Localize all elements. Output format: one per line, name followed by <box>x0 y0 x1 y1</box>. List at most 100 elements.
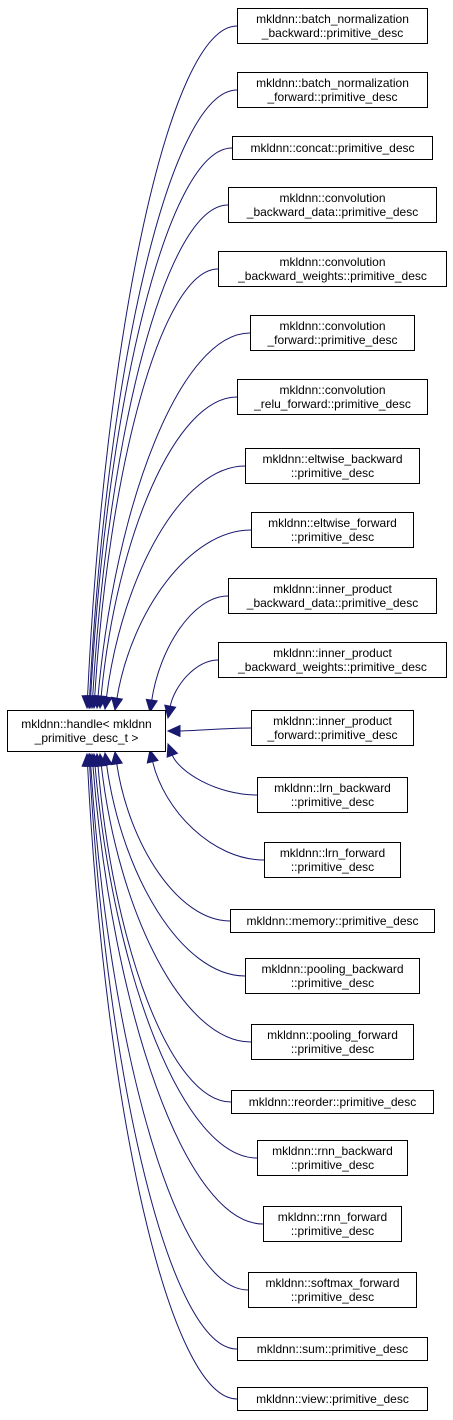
derived-class-node[interactable]: mkldnn::inner_product_backward_data::pri… <box>228 578 437 614</box>
derived-class-node[interactable]: mkldnn::rnn_forward::primitive_desc <box>263 1206 402 1242</box>
class-name-line: mkldnn::inner_product <box>273 646 392 660</box>
derived-class-node[interactable]: mkldnn::softmax_forward::primitive_desc <box>248 1272 417 1308</box>
class-name-line: _backward_weights::primitive_desc <box>238 660 427 674</box>
derived-class-node[interactable]: mkldnn::inner_product_forward::primitive… <box>251 710 414 746</box>
class-name-line: mkldnn::lrn_backward <box>274 781 391 795</box>
inheritance-edge <box>97 332 251 698</box>
derived-class-node[interactable]: mkldnn::concat::primitive_desc <box>232 136 433 160</box>
class-name-line: mkldnn::softmax_forward <box>265 1276 400 1290</box>
derived-class-node[interactable]: mkldnn::rnn_backward::primitive_desc <box>257 1140 408 1176</box>
class-name-line: mkldnn::batch_normalization <box>256 12 409 26</box>
derived-class-node[interactable]: mkldnn::inner_product_backward_weights::… <box>218 642 447 678</box>
inheritance-edge <box>100 396 238 698</box>
inheritance-arrowhead <box>81 752 94 767</box>
class-name-line: mkldnn::handle< mkldnn <box>21 717 152 731</box>
class-name-line: _backward_data::primitive_desc <box>246 596 419 610</box>
inheritance-arrowhead <box>164 704 177 720</box>
class-name-line: mkldnn::memory::primitive_desc <box>246 914 419 928</box>
inheritance-edge <box>97 764 232 1103</box>
class-name-line: mkldnn::lrn_forward <box>279 846 386 860</box>
class-name-line: _primitive_desc_t > <box>34 731 139 745</box>
class-name-line: mkldnn::sum::primitive_desc <box>256 1342 409 1356</box>
class-name-line: _forward::primitive_desc <box>267 333 398 347</box>
inheritance-arrowhead <box>100 695 113 711</box>
class-name-line: _backward_data::primitive_desc <box>246 205 419 219</box>
derived-class-node[interactable]: mkldnn::eltwise_backward::primitive_desc <box>245 448 420 484</box>
class-name-line: mkldnn::convolution <box>279 319 386 333</box>
class-name-line: ::primitive_desc <box>290 860 375 874</box>
class-name-line: ::primitive_desc <box>290 466 375 480</box>
inheritance-edge <box>87 25 238 698</box>
class-name-line: ::primitive_desc <box>290 795 375 809</box>
class-name-line: mkldnn::eltwise_forward <box>268 516 397 530</box>
base-class-node[interactable]: mkldnn::handle< mkldnn_primitive_desc_t … <box>7 710 166 752</box>
inheritance-arrowhead <box>166 742 179 758</box>
class-name-line: mkldnn::convolution <box>279 383 386 397</box>
inheritance-arrowhead <box>146 748 159 764</box>
class-name-line: mkldnn::pooling_forward <box>267 1028 398 1042</box>
derived-class-node[interactable]: mkldnn::lrn_forward::primitive_desc <box>264 842 401 878</box>
class-name-line: ::primitive_desc <box>290 530 375 544</box>
class-name-line: ::primitive_desc <box>290 1158 375 1172</box>
class-name-line: mkldnn::pooling_backward <box>261 962 404 976</box>
inheritance-arrowhead <box>166 724 181 738</box>
derived-class-node[interactable]: mkldnn::reorder::primitive_desc <box>231 1090 434 1114</box>
inheritance-edge <box>94 268 219 698</box>
inheritance-edge <box>116 529 252 700</box>
derived-class-node[interactable]: mkldnn::view::primitive_desc <box>237 1387 428 1411</box>
class-name-line: mkldnn::view::primitive_desc <box>256 1392 409 1406</box>
class-name-line: mkldnn::convolution <box>279 255 386 269</box>
inheritance-arrowhead <box>110 696 124 712</box>
inheritance-edge <box>169 659 219 708</box>
class-name-line: mkldnn::concat::primitive_desc <box>250 141 415 155</box>
derived-class-node[interactable]: mkldnn::convolution_forward::primitive_d… <box>250 315 415 351</box>
inheritance-edge <box>105 763 246 977</box>
inheritance-edge <box>100 764 252 1043</box>
class-name-line: mkldnn::rnn_backward <box>272 1144 393 1158</box>
inheritance-arrowhead <box>110 750 124 766</box>
class-name-line: _backward_weights::primitive_desc <box>238 269 427 283</box>
class-name-line: mkldnn::reorder::primitive_desc <box>248 1095 417 1109</box>
class-name-line: _relu_forward::primitive_desc <box>254 397 411 411</box>
inheritance-arrowhead <box>145 698 159 714</box>
inheritance-edge <box>105 465 246 699</box>
derived-class-node[interactable]: mkldnn::convolution_relu_forward::primit… <box>237 379 428 415</box>
class-name-line: _forward::primitive_desc <box>267 90 398 104</box>
inheritance-edge <box>90 764 249 1291</box>
derived-class-node[interactable]: mkldnn::eltwise_forward::primitive_desc <box>251 512 414 548</box>
derived-class-node[interactable]: mkldnn::batch_normalization_backward::pr… <box>237 8 428 44</box>
inheritance-edge <box>178 727 252 732</box>
inheritance-edge <box>151 595 229 702</box>
derived-class-node[interactable]: mkldnn::pooling_forward::primitive_desc <box>251 1024 414 1060</box>
derived-class-node[interactable]: mkldnn::memory::primitive_desc <box>230 909 435 933</box>
class-name-line: ::primitive_desc <box>290 1042 375 1056</box>
class-name-line: mkldnn::eltwise_backward <box>262 452 403 466</box>
derived-class-node[interactable]: mkldnn::batch_normalization_forward::pri… <box>237 72 428 108</box>
derived-class-node[interactable]: mkldnn::convolution_backward_weights::pr… <box>218 251 447 287</box>
inheritance-edge <box>171 754 258 796</box>
derived-class-node[interactable]: mkldnn::lrn_backward::primitive_desc <box>257 777 408 813</box>
class-name-line: _forward::primitive_desc <box>267 728 398 742</box>
inheritance-edge <box>89 764 238 1350</box>
class-name-line: mkldnn::batch_normalization <box>256 76 409 90</box>
class-name-line: mkldnn::inner_product <box>273 582 392 596</box>
class-name-line: ::primitive_desc <box>290 1290 375 1304</box>
derived-class-node[interactable]: mkldnn::sum::primitive_desc <box>237 1337 428 1361</box>
class-name-line: _backward::primitive_desc <box>261 26 404 40</box>
derived-class-node[interactable]: mkldnn::convolution_backward_data::primi… <box>228 187 437 223</box>
class-name-line: ::primitive_desc <box>290 1224 375 1238</box>
derived-class-node[interactable]: mkldnn::pooling_backward::primitive_desc <box>245 958 420 994</box>
inheritance-edge <box>92 764 264 1225</box>
inheritance-edge <box>151 760 265 861</box>
class-name-line: ::primitive_desc <box>290 976 375 990</box>
inheritance-edge <box>116 762 231 922</box>
class-name-line: mkldnn::rnn_forward <box>277 1210 388 1224</box>
class-name-line: mkldnn::convolution <box>279 191 386 205</box>
inheritance-edge <box>87 764 238 1400</box>
inheritance-edge <box>89 89 238 698</box>
inheritance-edge <box>90 147 233 698</box>
class-name-line: mkldnn::inner_product <box>273 714 392 728</box>
inheritance-edge <box>94 764 258 1159</box>
